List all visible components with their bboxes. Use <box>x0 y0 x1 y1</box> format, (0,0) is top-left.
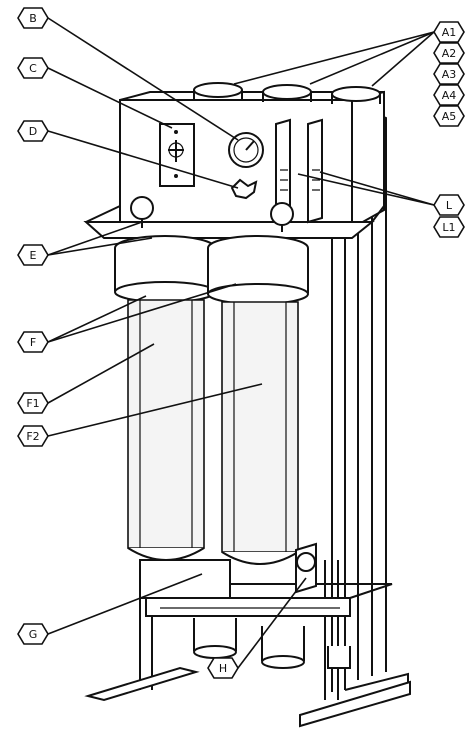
callout-e: E <box>17 244 49 266</box>
callout-a3-label: A3 <box>442 68 457 81</box>
callout-f1: F1 <box>17 392 49 414</box>
tray-gauges-e <box>130 196 294 232</box>
callout-f-label: F <box>30 336 36 349</box>
callout-c-label: C <box>29 62 37 75</box>
callout-a1: A1 <box>433 21 465 43</box>
control-panel-c <box>159 123 195 187</box>
callout-h: H <box>207 657 239 679</box>
control-head-box <box>83 90 385 239</box>
callout-a5-label: A5 <box>442 110 457 123</box>
leader-lines <box>47 17 435 669</box>
callout-h-label: H <box>219 662 227 675</box>
callout-f2-label: F2 <box>26 430 39 443</box>
callout-a2-label: A2 <box>442 47 457 60</box>
callout-e-label: E <box>30 249 37 262</box>
bottom-ports <box>193 618 351 669</box>
callout-l: L <box>433 194 465 216</box>
callout-g-label: G <box>29 628 38 641</box>
pressure-gauge-b <box>228 132 264 168</box>
callout-g: G <box>17 623 49 645</box>
callout-d-label: D <box>29 125 37 138</box>
callout-b-label: B <box>29 12 37 25</box>
callout-a4-label: A4 <box>442 89 457 102</box>
filter-housing-right <box>207 235 309 565</box>
callout-c: C <box>17 57 49 79</box>
callout-l-label: L <box>446 199 453 212</box>
callout-d: D <box>17 120 49 142</box>
valve-knob-d <box>230 178 258 200</box>
callout-a5: A5 <box>433 105 465 127</box>
flowmeters-l <box>275 118 323 224</box>
callout-f: F <box>17 331 49 353</box>
callout-a2: A2 <box>433 42 465 64</box>
callout-l1-label: L1 <box>442 221 455 234</box>
bottom-manifold-g <box>139 542 317 599</box>
callout-a4: A4 <box>433 84 465 106</box>
callout-f1-label: F1 <box>26 397 39 410</box>
callout-a1-label: A1 <box>442 26 457 39</box>
top-ports <box>193 82 381 104</box>
filter-housing-left <box>114 235 216 561</box>
callout-f2: F2 <box>17 425 49 447</box>
callout-a3: A3 <box>433 63 465 85</box>
callout-l1: L1 <box>433 216 465 238</box>
callout-b: B <box>17 7 49 29</box>
